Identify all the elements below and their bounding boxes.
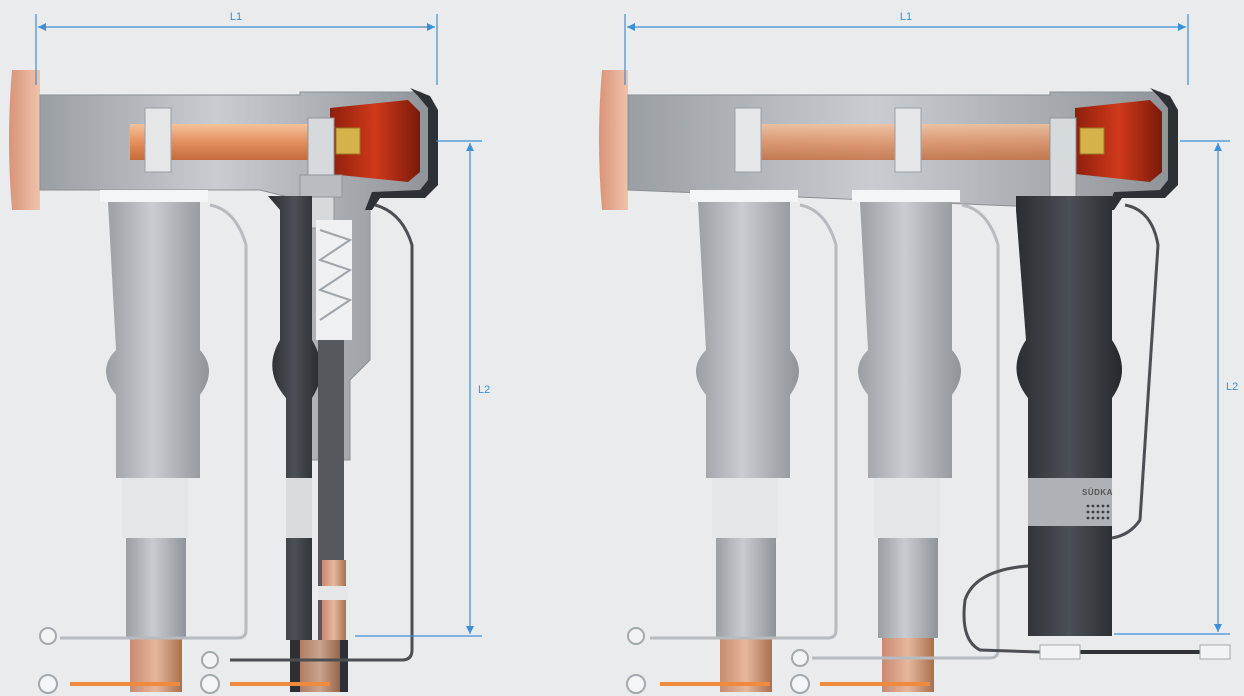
left-l2-label: L2 — [478, 384, 490, 396]
spindle — [307, 117, 335, 229]
brass-nut — [335, 127, 361, 155]
left-termination-view: L1 L2 — [9, 11, 490, 694]
earth-wire-cable — [230, 203, 414, 662]
right-termination-view: SÜDKA L1 — [599, 11, 1238, 694]
brand-label: SÜDKA — [1082, 488, 1113, 497]
bolt-stud-right-1 — [734, 107, 762, 173]
red-end-cap — [330, 100, 420, 182]
earth-wire-right-3 — [1111, 203, 1160, 540]
left-cable-termination — [268, 196, 353, 692]
housing-rim-right — [1107, 88, 1178, 210]
right-insulator-column-1 — [690, 190, 799, 692]
brass-nut-right — [1079, 127, 1105, 155]
right-l2-label: L2 — [1226, 381, 1238, 393]
left-dimension-l2: L2 — [355, 140, 490, 637]
right-dimension-l2: L2 — [1114, 140, 1238, 635]
earth-wire-right-1 — [650, 203, 838, 640]
earth-lug-right-2 — [791, 649, 809, 667]
left-l1-label: L1 — [230, 11, 242, 23]
earth-lug-2 — [201, 651, 219, 669]
earth-connector-right — [1039, 644, 1081, 660]
bolt-stud — [144, 107, 172, 173]
earth-lug-right-1 — [627, 627, 645, 645]
earth-connector-right-2 — [1199, 644, 1231, 660]
left-insulator-column — [100, 190, 209, 692]
earth-wire-dummy — [60, 203, 248, 640]
earth-lug-right-3 — [626, 674, 646, 694]
right-insulator-column-2 — [852, 190, 961, 692]
right-l1-label: L1 — [900, 11, 912, 23]
left-dimension-l1: L1 — [35, 11, 438, 85]
busbar-flange-right — [599, 70, 628, 210]
spindle-collar — [299, 174, 343, 198]
busbar-flange — [9, 70, 40, 210]
right-cable-termination: SÜDKA — [1016, 196, 1122, 636]
right-dimension-l1: L1 — [624, 11, 1189, 85]
earth-lug-1 — [39, 627, 57, 645]
earth-lug-4 — [200, 674, 220, 694]
earth-wire-right-4 — [962, 564, 1041, 654]
earth-lug-3 — [38, 674, 58, 694]
earth-lug-right-4 — [790, 674, 810, 694]
brand-dots — [1086, 504, 1110, 520]
bolt-stud-right-2 — [894, 107, 922, 173]
red-end-cap-right — [1075, 100, 1162, 182]
housing-rim — [365, 88, 438, 210]
